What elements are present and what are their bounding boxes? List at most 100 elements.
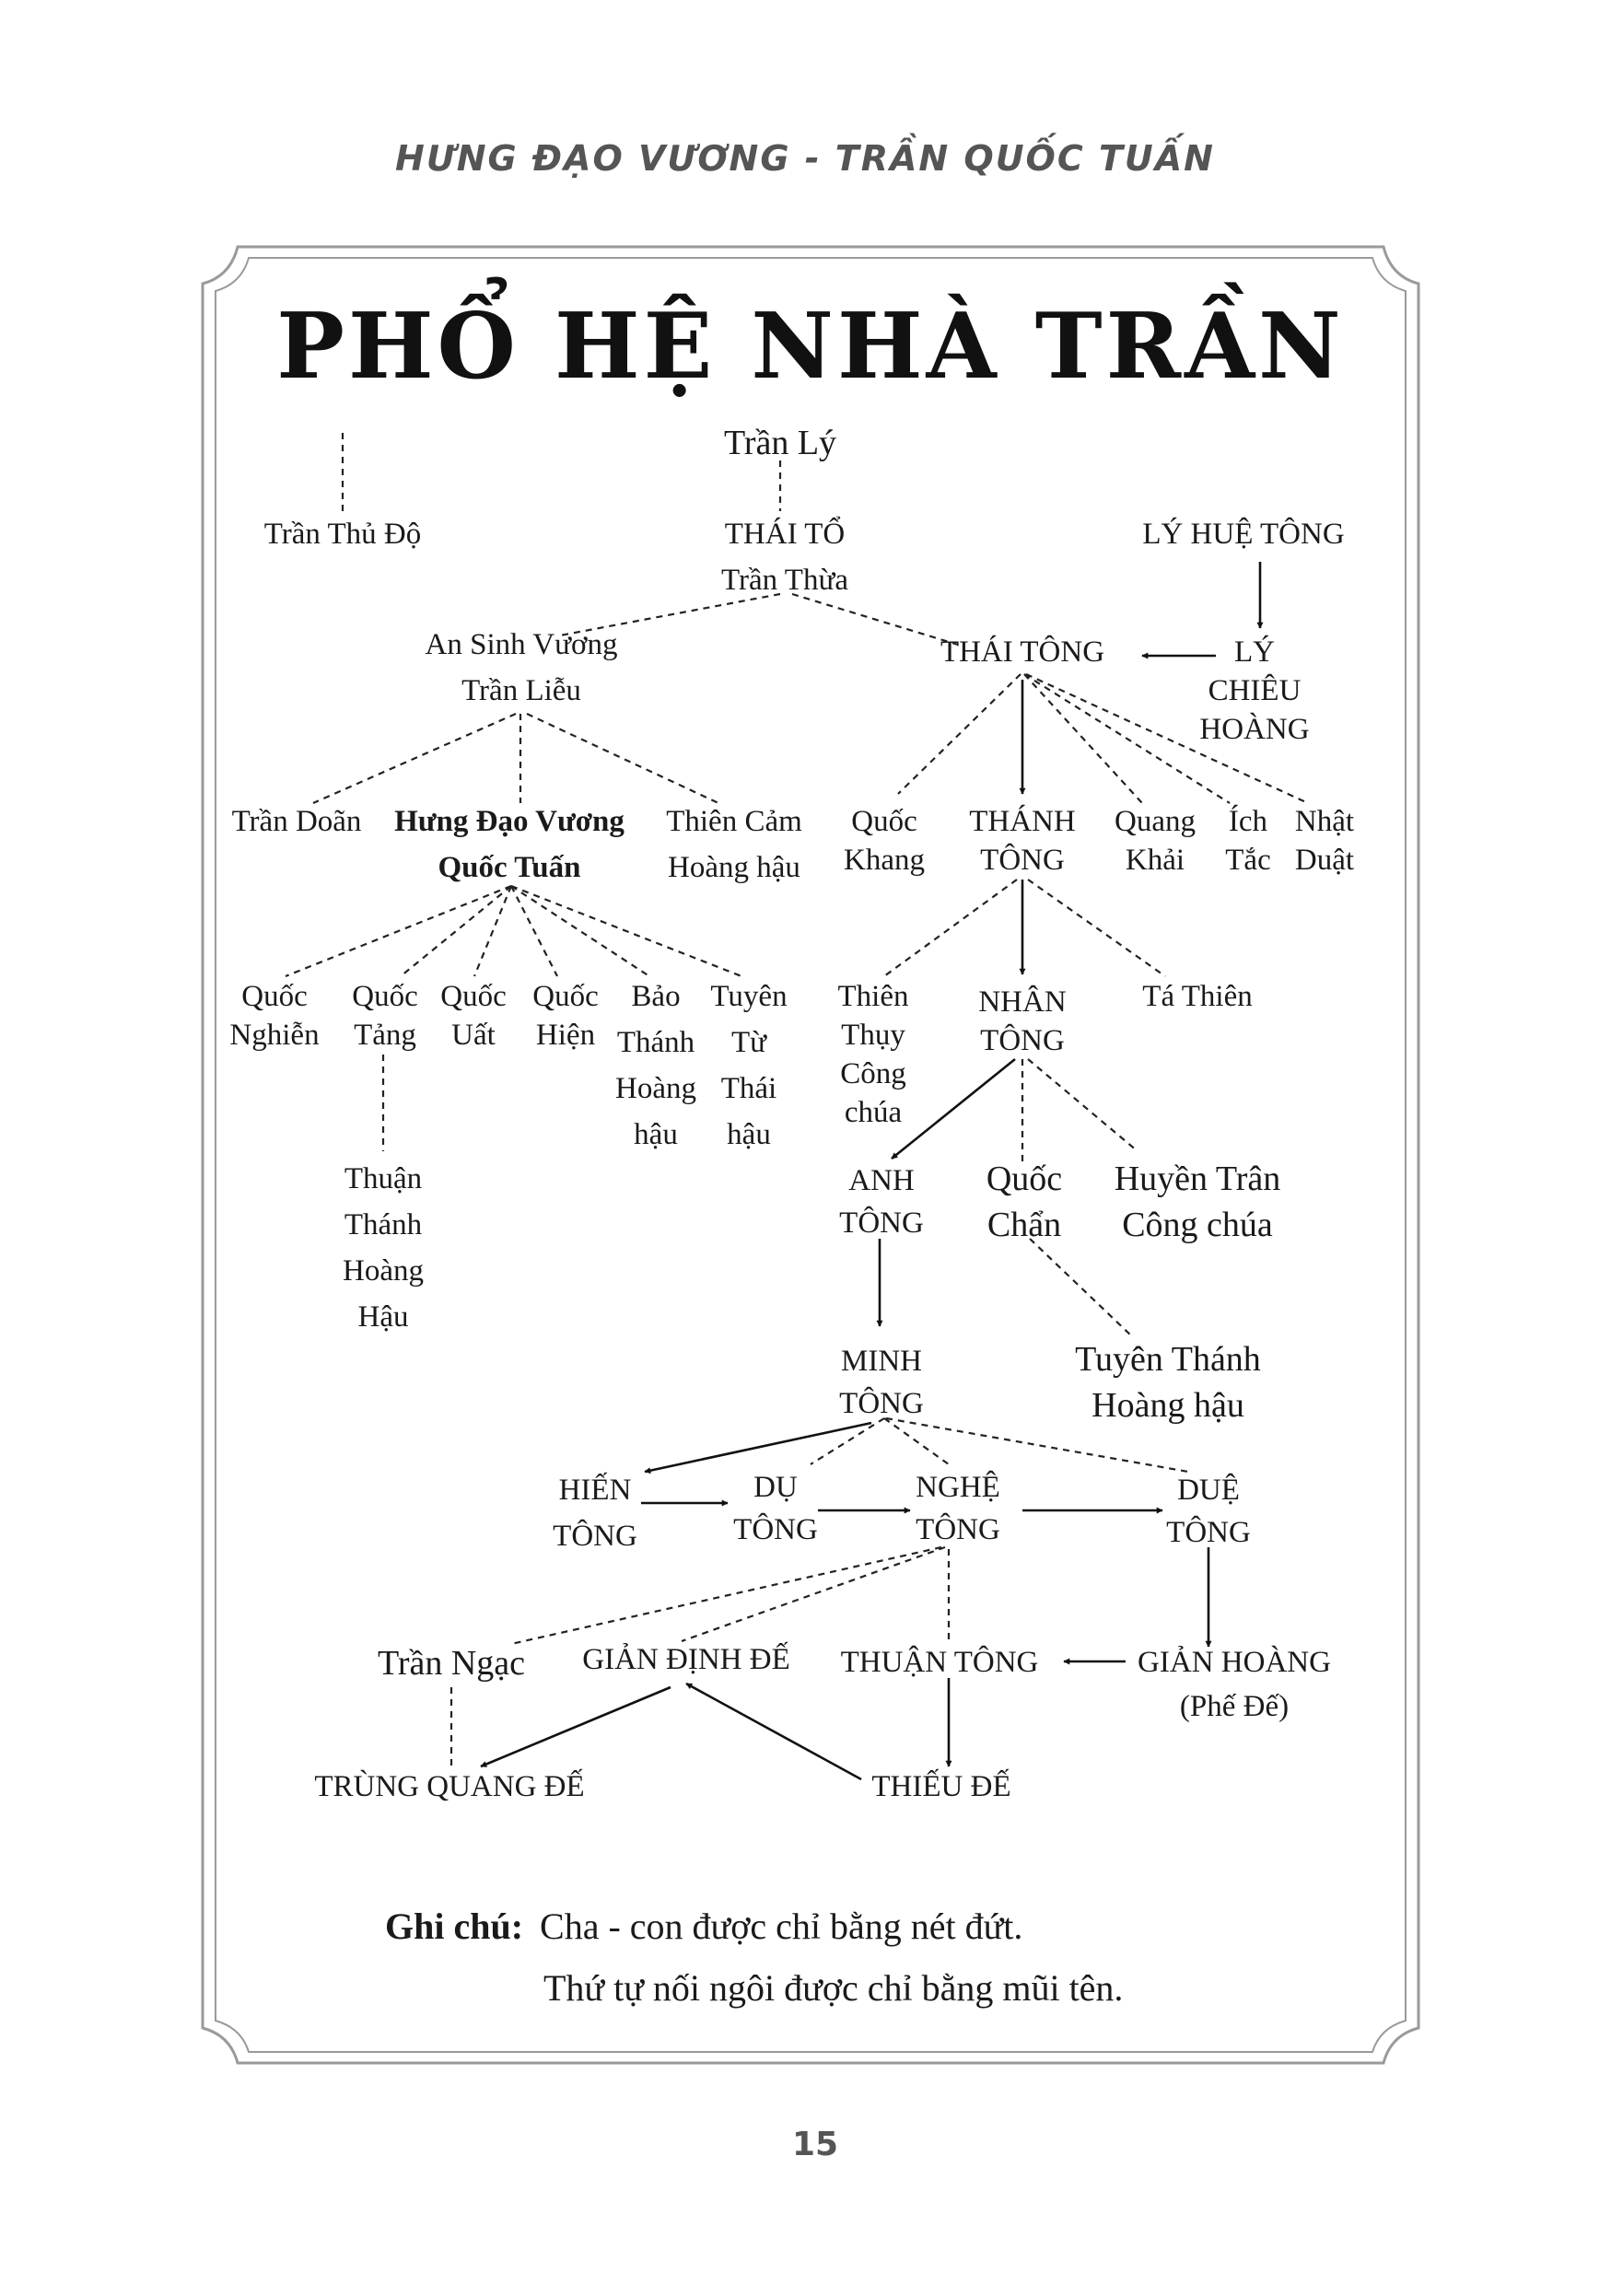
node-label-line: TÔNG <box>553 1518 637 1553</box>
node-label-line: Thái <box>721 1072 776 1105</box>
node-ta-thien: Tá Thiên <box>1142 980 1252 1013</box>
node-gian-hoang: GIẢN HOÀNG(Phế Đế) <box>1138 1645 1331 1723</box>
parent-child-line <box>791 592 959 647</box>
parent-child-line <box>559 592 781 637</box>
node-label-line: Quang <box>1115 805 1196 838</box>
node-label-line: TÔNG <box>733 1511 818 1546</box>
node-label: GIẢN HOÀNG(Phế Đế) <box>1138 1645 1331 1723</box>
node-label-line: Quốc <box>532 980 598 1013</box>
node-label-line: Uất <box>451 1019 496 1052</box>
node-label: Trần Doãn <box>232 805 362 838</box>
node-label-line: Tuyên Thánh <box>1075 1340 1261 1379</box>
node-label-line: Hoàng <box>615 1072 696 1105</box>
parent-child-line <box>897 673 1021 795</box>
node-label-line: Tảng <box>354 1019 416 1052</box>
node-label-line: Khang <box>844 844 925 877</box>
node-label-line: Thụy <box>841 1019 905 1052</box>
node-label-line: TÔNG <box>839 1205 924 1240</box>
parent-child-line <box>510 1545 942 1646</box>
node-label-line: Trần Liễu <box>461 674 581 707</box>
node-label-line: THÁNH <box>969 804 1075 838</box>
node-label-line: Quốc <box>440 980 506 1013</box>
node-label-line: Hoàng <box>343 1254 424 1288</box>
parent-child-line <box>883 1417 950 1465</box>
node-label-line: Khải <box>1126 844 1185 877</box>
node-label-line: TÔNG <box>980 842 1065 877</box>
diagram-title: PHỔ HỆ NHÀ TRẦN <box>276 277 1345 400</box>
node-label-line: An Sinh Vương <box>426 628 618 661</box>
succession-arrow <box>891 1057 1016 1160</box>
node-thanh-tong: THÁNH TÔNG <box>969 804 1075 877</box>
node-label-line: CHIÊU <box>1208 673 1302 707</box>
node-label: Tá Thiên <box>1142 980 1252 1013</box>
succession-arrow <box>685 1682 862 1781</box>
node-label-line: Tắc <box>1225 844 1270 877</box>
node-thai-tong: THÁI TÔNG <box>940 634 1104 669</box>
running-header: HƯNG ĐẠO VƯƠNG - TRẦN QUỐC TUẤN <box>395 134 1215 179</box>
node-label-line: THÁI TÔNG <box>940 634 1104 669</box>
node-label-line: hậu <box>634 1118 678 1151</box>
succession-arrow <box>480 1685 671 1768</box>
page-frame <box>201 245 1420 2065</box>
node-label-line: Hậu <box>358 1300 409 1334</box>
node-label-line: TÔNG <box>916 1511 1000 1546</box>
node-label-line: Trần Doãn <box>232 805 362 838</box>
node-label-line: TÔNG <box>980 1022 1065 1057</box>
node-label-line: Thiên <box>838 980 909 1013</box>
parent-child-line <box>312 712 517 805</box>
node-label-line: THÁI TỔ <box>725 515 845 551</box>
node-label-line: Quốc <box>851 805 916 838</box>
node-label-line: HOÀNG <box>1199 712 1309 746</box>
parent-child-line <box>526 713 719 804</box>
parent-child-line <box>400 885 512 977</box>
node-label-line: hậu <box>727 1118 771 1151</box>
node-label-line: Từ <box>731 1026 767 1059</box>
succession-arrow <box>644 1421 872 1474</box>
parent-child-line <box>883 879 1018 977</box>
node-label: GIẢN ĐỊNH ĐẾ <box>582 1641 789 1676</box>
note-line-1: Cha - con được chỉ bằng nét đứt. <box>540 1906 1022 1947</box>
legend-note: Ghi chú: Cha - con được chỉ bằng nét đứt… <box>385 1906 1123 2009</box>
node-label-line: Quốc <box>986 1160 1062 1198</box>
node-label-line: Thiên Cảm <box>666 805 802 838</box>
node-label-line: LÝ HUỆ TÔNG <box>1142 516 1344 551</box>
node-label-line: Quốc Tuấn <box>438 851 580 884</box>
node-thieu-de: THIẾU ĐẾ <box>871 1768 1010 1803</box>
node-ly-hue-tong: LÝ HUỆ TÔNG <box>1142 516 1344 551</box>
parent-child-line <box>1029 1238 1134 1338</box>
parent-child-line <box>510 885 558 977</box>
node-tran-doan: Trần Doãn <box>232 805 362 838</box>
node-label: Trần Lý <box>724 424 836 462</box>
node-label-line: Quốc <box>352 980 417 1013</box>
node-label-line: Huyền Trân <box>1115 1160 1281 1198</box>
node-label-line: Trần Lý <box>724 424 836 462</box>
parent-child-line <box>1027 879 1166 977</box>
parent-child-line <box>885 1416 1189 1474</box>
node-label-line: chúa <box>845 1096 903 1129</box>
node-label-line: Thánh <box>617 1026 695 1059</box>
note-label: Ghi chú: <box>385 1906 523 1947</box>
